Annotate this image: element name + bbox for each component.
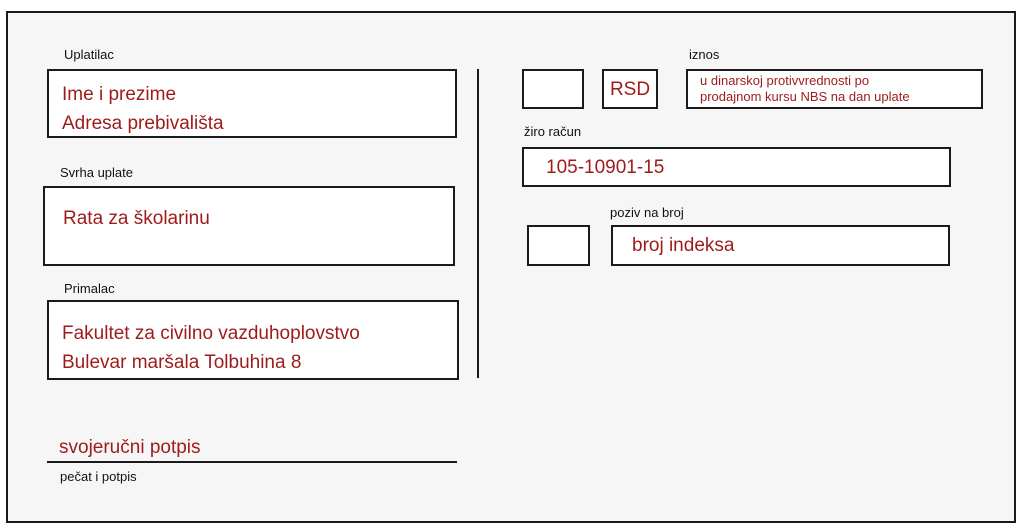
payer-label: Uplatilac — [64, 47, 114, 62]
payer-field[interactable]: Ime i prezime Adresa prebivališta — [47, 69, 457, 138]
currency-field[interactable]: RSD — [602, 69, 658, 109]
reference-value: broj indeksa — [632, 235, 735, 256]
payer-value: Ime i prezime Adresa prebivališta — [62, 80, 224, 138]
signature-label: pečat i potpis — [60, 469, 137, 484]
amount-label: iznos — [689, 47, 720, 62]
account-value: 105-10901-15 — [546, 157, 665, 178]
recipient-field[interactable]: Fakultet za civilno vazduhoplovstvo Bule… — [47, 300, 459, 380]
amount-field[interactable]: u dinarskoj protivvrednosti po prodajnom… — [686, 69, 983, 109]
account-label: žiro račun — [524, 124, 582, 139]
payment-slip: Uplatilac Ime i prezime Adresa prebivali… — [6, 11, 1016, 523]
payer-name-line: Ime i prezime — [62, 84, 177, 105]
purpose-field[interactable]: Rata za školarinu — [43, 186, 455, 266]
recipient-address-line: Bulevar maršala Tolbuhina 8 — [62, 352, 302, 373]
reference-model-field[interactable] — [527, 225, 590, 266]
reference-label: poziv na broj — [610, 205, 684, 220]
purpose-value: Rata za školarinu — [63, 208, 210, 229]
amount-note-line-2: prodajnom kursu NBS na dan uplate — [700, 89, 910, 104]
recipient-label: Primalac — [64, 281, 115, 296]
recipient-value: Fakultet za civilno vazduhoplovstvo Bule… — [62, 319, 360, 377]
column-divider — [477, 69, 479, 378]
account-field[interactable]: 105-10901-15 — [522, 147, 951, 187]
amount-code-field[interactable] — [522, 69, 584, 109]
recipient-name-line: Fakultet za civilno vazduhoplovstvo — [62, 323, 360, 344]
signature-value: svojeručni potpis — [59, 437, 201, 458]
signature-line — [47, 461, 457, 463]
currency-value: RSD — [609, 79, 651, 100]
amount-note: u dinarskoj protivvrednosti po prodajnom… — [700, 73, 910, 105]
amount-note-line-1: u dinarskoj protivvrednosti po — [700, 73, 870, 88]
payer-address-line: Adresa prebivališta — [62, 113, 224, 134]
reference-field[interactable]: broj indeksa — [611, 225, 950, 266]
purpose-label: Svrha uplate — [60, 165, 133, 180]
